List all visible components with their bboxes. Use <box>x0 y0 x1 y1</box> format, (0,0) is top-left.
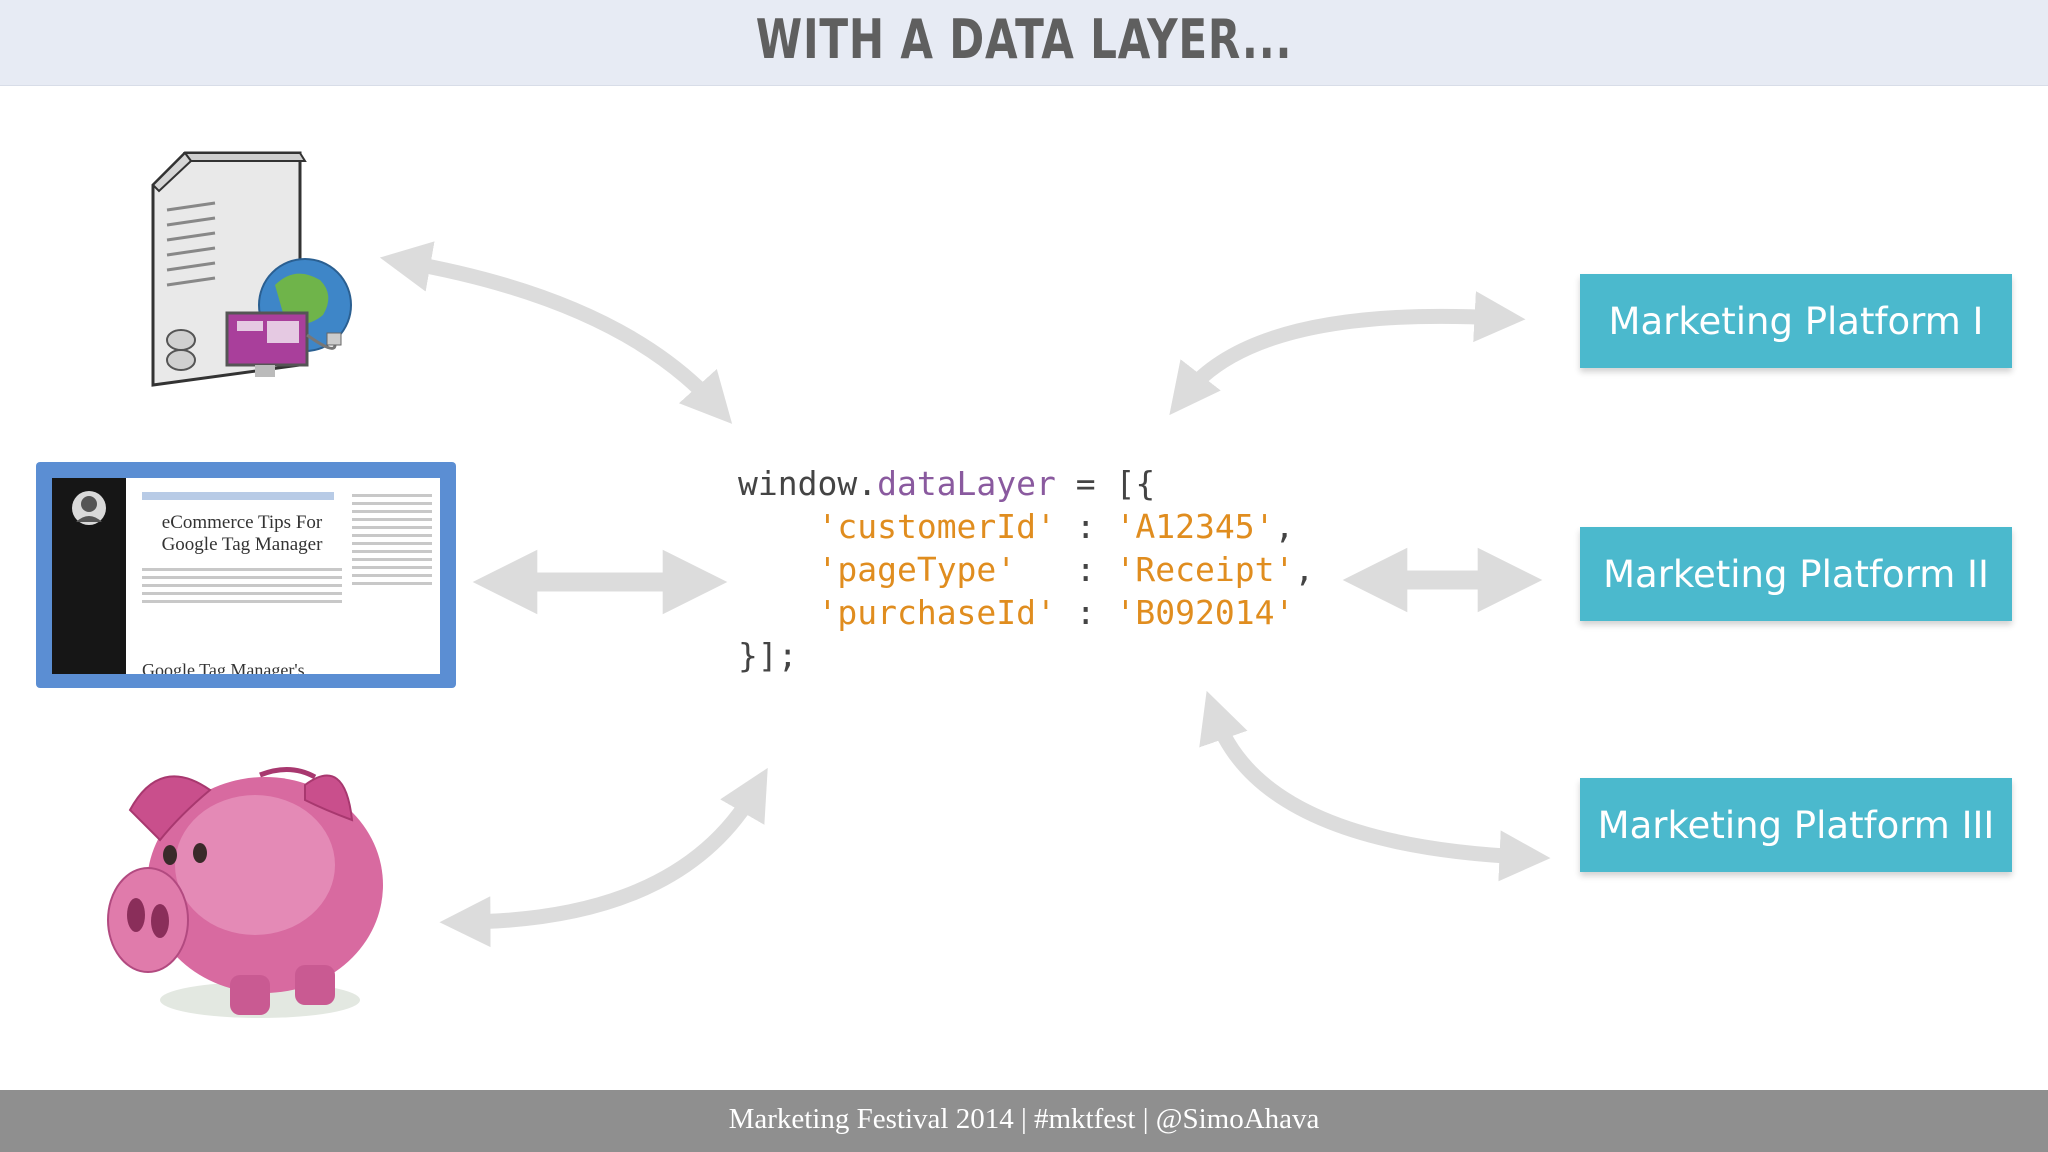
website-post-body <box>142 568 342 608</box>
code-line-2: 'customerId' : 'A12345', <box>817 507 1295 546</box>
website-right-column <box>352 494 432 590</box>
avatar-icon <box>72 491 106 525</box>
website-next-post: Google Tag Manager's <box>142 660 305 674</box>
marketing-platform-3-box: Marketing Platform III <box>1580 778 2012 872</box>
data-layer-code: window.dataLayer = [{ 'customerId' : 'A1… <box>738 462 1314 677</box>
website-post-title: eCommerce Tips For Google Tag Manager <box>161 512 323 555</box>
code-line-3: 'pageType' : 'Receipt', <box>817 550 1315 589</box>
marketing-platform-2-box: Marketing Platform II <box>1580 527 2012 621</box>
website-page: eCommerce Tips For Google Tag Manager Go… <box>52 478 440 674</box>
slide-footer <box>0 1090 2048 1152</box>
marketing-platform-1-box: Marketing Platform I <box>1580 274 2012 368</box>
arrow-datalayer-to-platform-1 <box>1169 291 1526 416</box>
web-server-icon <box>151 151 352 387</box>
website-banner <box>142 492 334 500</box>
slide-title: WITH A DATA LAYER... <box>755 8 1293 71</box>
website-sidebar <box>52 478 126 674</box>
code-line-5: }]; <box>738 636 798 675</box>
footer-text: Marketing Festival 2014 | #mktfest | @Si… <box>728 1103 1320 1135</box>
arrow-bank-to-datalayer <box>439 767 768 948</box>
code-line-1: window.dataLayer = [{ <box>738 464 1156 503</box>
slide-header <box>0 0 2048 86</box>
arrow-datalayer-to-platform-3 <box>1199 690 1551 882</box>
website-screenshot: eCommerce Tips For Google Tag Manager Go… <box>36 462 456 688</box>
code-line-4: 'purchaseId' : 'B092014' <box>817 593 1295 632</box>
piggy-bank-icon <box>107 767 383 1018</box>
arrow-server-to-datalayer <box>379 241 733 424</box>
